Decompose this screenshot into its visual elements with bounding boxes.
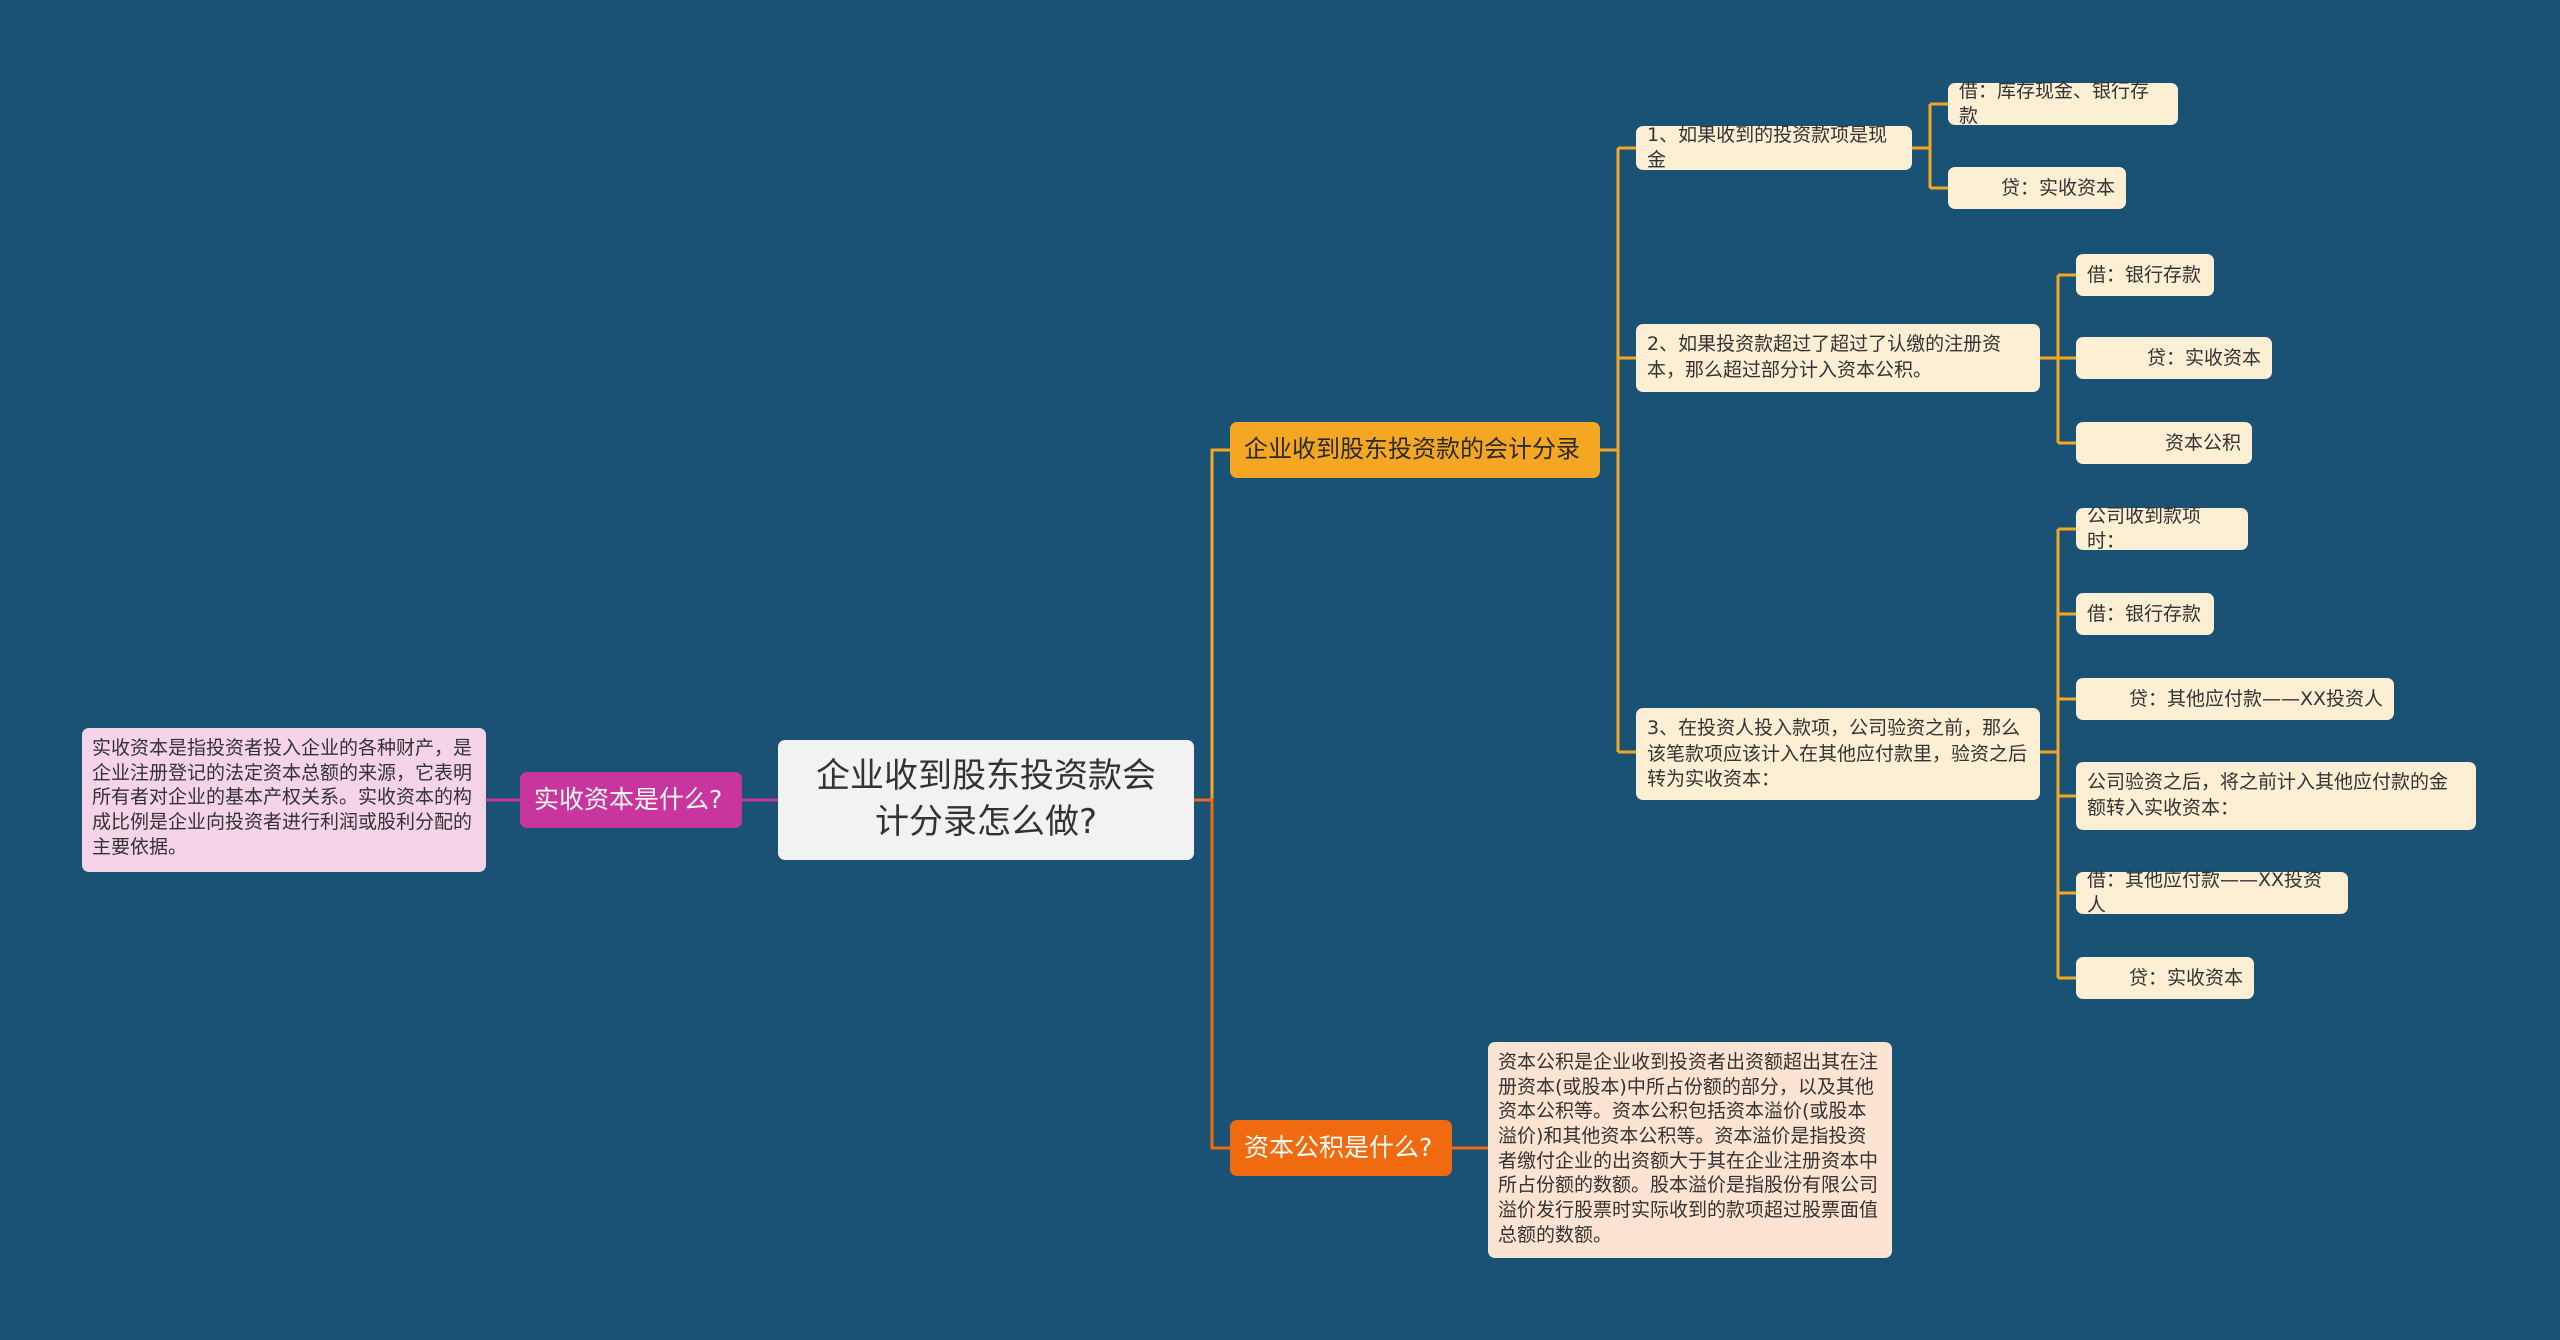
entry-item-1-debit[interactable]: 借：库存现金、银行存款 [1948, 80, 2178, 127]
connector-entries-items [1600, 146, 1636, 754]
entry-item-3-credit-payable[interactable]: 贷：其他应付款——XX投资人 [2076, 678, 2394, 720]
root-topic[interactable]: 企业收到股东投资款会计分录怎么做? [778, 740, 1194, 860]
entry-item-2-debit[interactable]: 借：银行存款 [2076, 254, 2214, 296]
entry-item-3-step-received[interactable]: 公司收到款项时： [2076, 505, 2248, 552]
entry-item-3-debit-payable[interactable]: 借：其他应付款——XX投资人 [2076, 869, 2348, 916]
branch-accounting-entries[interactable]: 企业收到股东投资款的会计分录 [1230, 422, 1600, 478]
connector-root-surplus [1194, 798, 1230, 1150]
entry-item-3-step-verified[interactable]: 公司验资之后，将之前计入其他应付款的金额转入实收资本： [2076, 762, 2476, 830]
entry-item-1[interactable]: 1、如果收到的投资款项是现金 [1636, 124, 1912, 171]
branch-what-is-paid-in-capital[interactable]: 实收资本是什么? [520, 772, 742, 828]
entry-item-2-credit[interactable]: 贷：实收资本 [2076, 337, 2272, 379]
entry-item-1-credit[interactable]: 贷：实收资本 [1948, 167, 2126, 209]
entry-item-2[interactable]: 2、如果投资款超过了超过了认缴的注册资本，那么超过部分计入资本公积。 [1636, 324, 2040, 392]
entry-item-3[interactable]: 3、在投资人投入款项，公司验资之前，那么该笔款项应该计入在其他应付款里，验资之后… [1636, 708, 2040, 800]
connector-item2-children [2040, 273, 2076, 445]
branch-what-is-capital-surplus[interactable]: 资本公积是什么? [1230, 1120, 1452, 1176]
capital-surplus-description[interactable]: 资本公积是企业收到投资者出资额超出其在注册资本(或股本)中所占份额的部分，以及其… [1488, 1042, 1892, 1258]
entry-item-3-credit-capital[interactable]: 贷：实收资本 [2076, 957, 2254, 999]
entry-item-3-debit-bank[interactable]: 借：银行存款 [2076, 593, 2214, 635]
connector-item1-children [1912, 102, 1948, 190]
connector-root-entries [1194, 448, 1230, 802]
entry-item-2-capital-surplus[interactable]: 资本公积 [2076, 422, 2252, 464]
connector-item3-children [2040, 527, 2076, 980]
paid-in-capital-description[interactable]: 实收资本是指投资者投入企业的各种财产，是企业注册登记的法定资本总额的来源，它表明… [82, 728, 486, 872]
